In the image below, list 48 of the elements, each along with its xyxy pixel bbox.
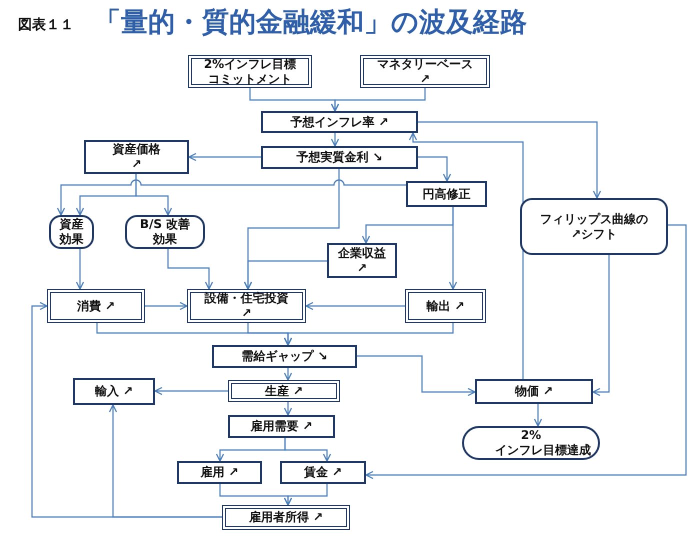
arrow bbox=[448, 207, 458, 290]
process-box: マネタリーベース↗ bbox=[360, 55, 490, 88]
arrow bbox=[145, 302, 188, 310]
process-box: 需給ギャップ ↘ bbox=[212, 345, 357, 368]
arrow bbox=[357, 355, 476, 396]
arrow bbox=[76, 249, 84, 290]
process-box: 予想実質金利 ↘ bbox=[261, 146, 418, 169]
process-box: 予想インフレ率 ↗ bbox=[261, 111, 418, 133]
process-box: 輸入 ↗ bbox=[73, 378, 155, 405]
arrow bbox=[534, 404, 542, 427]
process-box: 生産 ↗ bbox=[228, 380, 340, 402]
process-box: 円高修正 bbox=[406, 181, 487, 207]
arrow bbox=[56, 179, 406, 216]
arrow bbox=[154, 386, 228, 396]
arrow bbox=[284, 368, 292, 381]
process-box: 雇用 ↗ bbox=[177, 461, 262, 484]
goal-box: 2% インフレ目標達成 bbox=[462, 426, 600, 460]
arrow bbox=[365, 224, 687, 480]
arrow bbox=[330, 88, 426, 112]
arrow bbox=[418, 121, 602, 199]
process-box: 雇用需要 ↗ bbox=[228, 415, 335, 438]
process-box: 資産価格↗ bbox=[84, 140, 189, 174]
title: 「量的・質的金融緩和」の波及経路 bbox=[94, 6, 527, 40]
figure-number: 図表１１ bbox=[18, 16, 74, 34]
arrow bbox=[31, 302, 222, 518]
arrow bbox=[418, 156, 452, 182]
arrow bbox=[284, 484, 328, 506]
arrow bbox=[284, 438, 332, 462]
rounded-box: フィリップス曲線の↗シフト bbox=[520, 198, 668, 255]
rounded-box: B/S 改善効果 bbox=[125, 215, 205, 249]
arrow bbox=[284, 323, 454, 346]
arrow bbox=[592, 255, 610, 396]
arrow bbox=[305, 302, 405, 310]
process-box: 企業収益↗ bbox=[327, 243, 397, 278]
process-box: 消費 ↗ bbox=[47, 289, 145, 323]
arrow bbox=[188, 152, 261, 162]
arrow bbox=[135, 174, 172, 216]
rounded-box: 資産効果 bbox=[49, 215, 94, 249]
arrow bbox=[284, 402, 292, 416]
process-box: 雇用者所得 ↗ bbox=[222, 505, 350, 530]
process-box: 設備・住宅投資↗ bbox=[187, 289, 306, 323]
arrow bbox=[330, 133, 340, 147]
process-box: 物価 ↗ bbox=[475, 379, 593, 404]
arrow bbox=[167, 249, 214, 290]
process-box: 輸出 ↗ bbox=[405, 289, 486, 323]
process-box: 賃金 ↗ bbox=[280, 461, 366, 484]
process-box: 2%インフレ目標コミットメント bbox=[188, 55, 312, 88]
arrow bbox=[244, 260, 327, 290]
